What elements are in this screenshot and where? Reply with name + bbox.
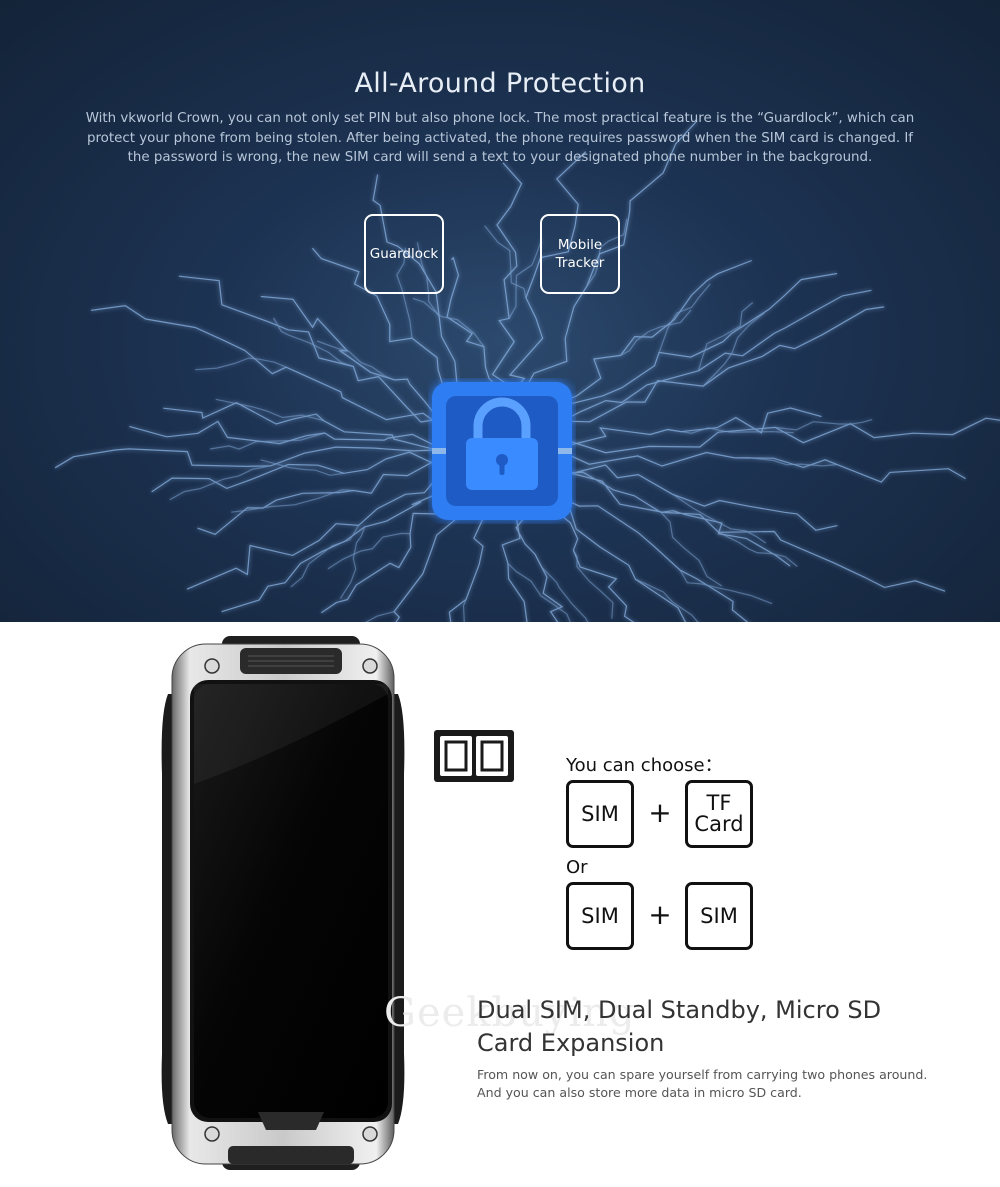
tf-card-label-line2: Card (694, 812, 744, 836)
lightning-branch (416, 242, 440, 318)
sim-card-box-2: SIM (685, 882, 753, 950)
lightning-branch (658, 283, 711, 353)
lightning-branch (365, 611, 395, 622)
tf-card-label-line1: TF (706, 791, 732, 815)
sim-tray-image (432, 728, 518, 788)
lightning-branch (697, 302, 754, 371)
lightning-branch (327, 532, 411, 570)
lightning-branch (339, 526, 366, 599)
protection-section: All-Around Protection With vkworld Crown… (0, 0, 1000, 622)
lightning-branch (635, 578, 699, 622)
lightning-branch (702, 312, 765, 387)
lightning-branch (734, 456, 838, 467)
lightning-branch (586, 218, 628, 287)
or-label: Or (566, 857, 588, 878)
watermark-logo: Geekbuying (384, 990, 636, 1036)
lightning-branch (507, 563, 571, 622)
lightning-branch (508, 238, 543, 319)
mobile-tracker-badge: Mobile Tracker (540, 214, 620, 294)
lightning-branch (667, 427, 794, 434)
lightning-bolt (501, 417, 1000, 454)
padlock-icon (428, 378, 576, 524)
lightning-branch (272, 317, 354, 368)
guardlock-label: Guardlock (369, 246, 439, 262)
sim-card-label-2: SIM (700, 903, 738, 928)
lightning-branch (194, 357, 287, 371)
lightning-branch (260, 459, 344, 476)
lightning-branch (209, 432, 325, 450)
lightning-branch (412, 297, 485, 348)
lightning-branch (775, 419, 873, 431)
protection-description: With vkworld Crown, you can not only set… (85, 111, 915, 165)
sim-card-label: SIM (581, 801, 619, 826)
sim-card-label: SIM (581, 903, 619, 928)
lightning-branch (534, 553, 589, 622)
tf-card-label: TF Card (694, 793, 743, 835)
guardlock-badge: Guardlock (364, 214, 444, 294)
mobile-tracker-label: Mobile Tracker (556, 236, 605, 272)
page-title: All-Around Protection (354, 68, 646, 100)
lightning-branch (215, 398, 324, 422)
mobile-tracker-label-line2: Tracker (555, 255, 605, 271)
mobile-tracker-label-line1: Mobile (557, 237, 603, 253)
lightning-branch (572, 549, 614, 619)
lightning-branch (718, 531, 798, 567)
lightning-branch (316, 340, 395, 381)
phone-image (158, 634, 408, 1178)
dual-sim-title: Dual SIM, Dual Standby, Micro SD Card Ex… (477, 996, 882, 1057)
lightning-branch (484, 225, 527, 298)
lightning-branch (679, 569, 773, 605)
lightning-branch (620, 309, 692, 356)
lightning-branch (290, 525, 360, 588)
plus-icon: + (648, 898, 672, 931)
lightning-branch (672, 493, 767, 544)
lightning-branch (169, 465, 272, 501)
lightning-branch (231, 489, 354, 513)
sim-card-box: SIM (566, 780, 634, 848)
lightning-branch (396, 247, 413, 339)
plus-icon: + (648, 796, 672, 829)
tf-card-box: TF Card (685, 780, 753, 848)
choose-label: You can choose： (566, 755, 723, 776)
lightning-branch (462, 599, 467, 622)
sim-card-box: SIM (566, 882, 634, 950)
dual-sim-description: From now on, you can spare yourself from… (477, 1067, 928, 1100)
lightning-branch (660, 511, 723, 587)
